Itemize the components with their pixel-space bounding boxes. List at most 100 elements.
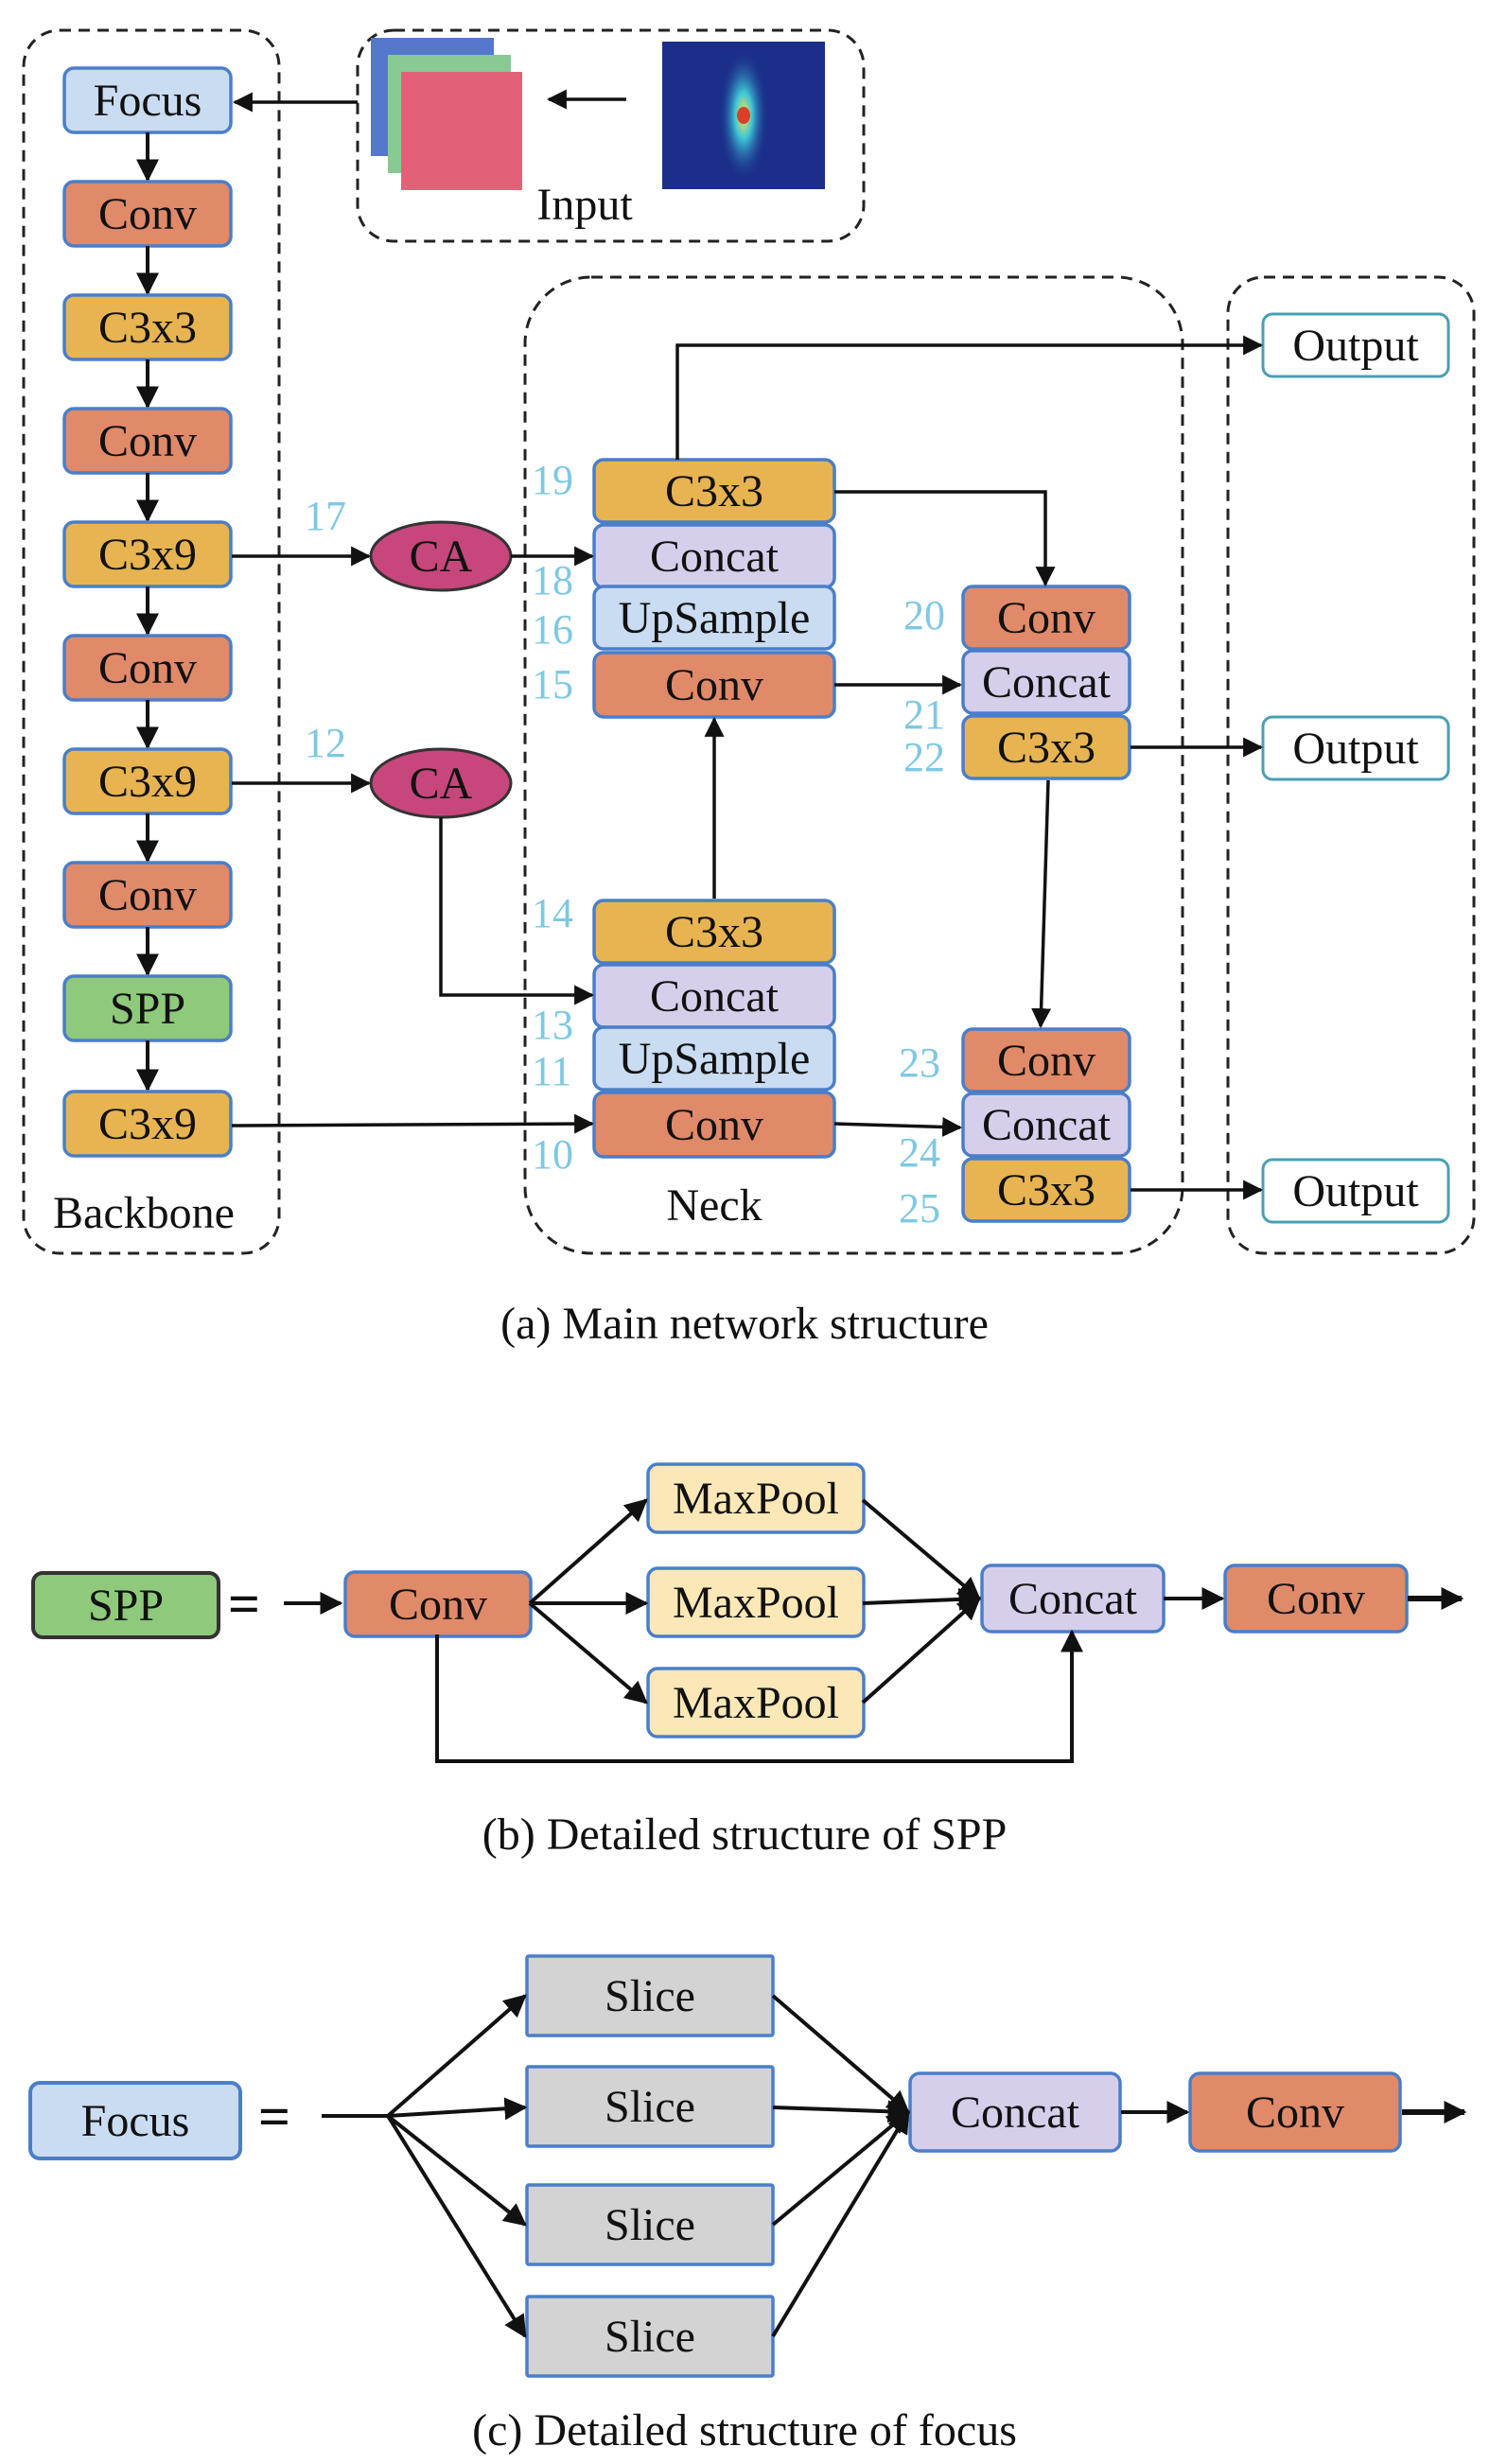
backbone-block-6: Conv — [62, 634, 233, 702]
neck-label: Neck — [666, 1180, 762, 1231]
spp-conv-to-maxpool3 — [528, 1601, 648, 1704]
backbone-region-border — [22, 28, 281, 1255]
layer-number-14: 14 — [532, 890, 573, 936]
spp-maxpool-1-box — [646, 1462, 866, 1534]
spp-connectors — [284, 1498, 1464, 1763]
neck-upsample-11: UpSample — [592, 1025, 836, 1092]
neck-c3x3-14-box — [592, 899, 836, 965]
spp-conv-in-label: Conv — [389, 1580, 487, 1630]
neck-upsample-16-box — [592, 585, 836, 651]
neck-upsample-16: UpSample — [592, 585, 836, 651]
spp-lhs-block: SPP — [31, 1571, 220, 1639]
spp-maxpool-3: MaxPool — [646, 1667, 866, 1739]
neck-concat-24-label: Concat — [982, 1100, 1112, 1150]
focus-slice-2: Slice — [525, 2065, 775, 2148]
spp-maxpool-2: MaxPool — [646, 1566, 866, 1638]
backbone-block-9-label: SPP — [110, 984, 185, 1034]
focus-slice-2-label: Slice — [605, 2082, 695, 2132]
input-heatmap-image — [662, 42, 825, 189]
focus-slice-4-label: Slice — [605, 2312, 695, 2362]
backbone-block-7-label: C3x9 — [98, 757, 197, 807]
ca-lower-to-concat13 — [439, 817, 595, 1005]
backbone-block-8: Conv — [62, 861, 233, 929]
focus-conv-out-label: Conv — [1246, 2088, 1344, 2138]
spp-conv-out: Conv — [1223, 1564, 1409, 1634]
spp-maxpool-2-label: MaxPool — [673, 1578, 839, 1628]
backbone-block-1: Focus — [62, 66, 233, 134]
output-2-label: Output — [1292, 724, 1419, 774]
focus-conv-out-box — [1188, 2071, 1402, 2153]
slice2-to-concat — [772, 2100, 911, 2123]
neck-upsample-11-label: UpSample — [619, 1034, 811, 1084]
neck-conv-15: Conv — [592, 651, 836, 719]
backbone-block-2: Conv — [62, 180, 233, 248]
backbone-block-3-label: C3x3 — [98, 303, 197, 353]
neck-conv-10: Conv — [592, 1091, 836, 1159]
focus-to-slice2 — [387, 2097, 528, 2121]
neck-c3x3-22-label: C3x3 — [997, 723, 1096, 773]
spp-maxpool-3-label: MaxPool — [673, 1678, 839, 1728]
layer-number-24: 24 — [899, 1129, 940, 1176]
neck-conv-23: Conv — [961, 1027, 1131, 1093]
focus-concat: Concat — [908, 2071, 1122, 2153]
neck-c3x3-19: C3x3 — [592, 458, 836, 524]
neck-upsample-11-box — [592, 1025, 836, 1092]
slice3-to-concat — [771, 2110, 910, 2227]
backbone-block-4: Conv — [62, 407, 233, 475]
backbone-block-7: C3x9 — [62, 747, 233, 815]
spp-conv-out-label: Conv — [1267, 1574, 1365, 1624]
neck-concat-18-label: Concat — [650, 532, 780, 582]
neck-concat-21: Concat — [961, 649, 1131, 715]
c3x9-to-conv10 — [231, 1113, 595, 1134]
backbone-block-2-label: Conv — [98, 189, 197, 239]
spp-conv-in: Conv — [343, 1570, 533, 1638]
neck-conv-10-label: Conv — [665, 1100, 763, 1150]
backbone-block-4-label: Conv — [98, 416, 197, 466]
conv10-to-concat24 — [833, 1116, 963, 1137]
layer-number-22: 22 — [903, 734, 945, 780]
focus-slice-4: Slice — [525, 2295, 775, 2378]
focus-lhs-block-box — [28, 2081, 242, 2160]
spp-concat: Concat — [980, 1564, 1166, 1634]
backbone-block-9: SPP — [62, 974, 233, 1042]
neck-concat-13: Concat — [592, 963, 836, 1029]
input-region-border — [356, 28, 866, 243]
caption-a: (a) Main network structure — [500, 1299, 989, 1349]
neck-conv-23-box — [961, 1027, 1131, 1093]
output-1: Output — [1261, 312, 1450, 378]
slice1-to-concat — [771, 1994, 910, 2114]
focus-to-slice3 — [386, 2114, 527, 2227]
layer-number-17: 17 — [305, 493, 346, 539]
layer-number-25: 25 — [899, 1185, 940, 1232]
neck-c3x3-25: C3x3 — [961, 1157, 1131, 1223]
focus-slice-1: Slice — [525, 1954, 775, 2037]
neck-conv-20: Conv — [961, 585, 1131, 651]
spp-maxpool-1: MaxPool — [646, 1462, 866, 1534]
focus-equals-sign: = — [258, 2086, 290, 2148]
focus-connectors — [322, 1994, 1467, 2339]
neck-concat-24-box — [961, 1092, 1131, 1158]
input-label: Input — [536, 180, 633, 230]
focus-slice-1-label: Slice — [605, 1971, 695, 2021]
neck-concat-18: Concat — [592, 523, 836, 589]
layer-number-12: 12 — [305, 720, 346, 766]
neck-c3x3-22-box — [961, 714, 1131, 780]
output-region-border — [1226, 275, 1476, 1255]
backbone-block-8-label: Conv — [98, 870, 197, 920]
spp-maxpool2-to-concat — [862, 1587, 982, 1611]
spp-lhs-block-box — [31, 1571, 220, 1639]
slice4-to-concat — [771, 2109, 910, 2338]
focus-conv-out: Conv — [1188, 2071, 1402, 2153]
layer-number-19: 19 — [532, 457, 573, 503]
spp-conv-to-maxpool1 — [528, 1498, 648, 1605]
neck-c3x3-14: C3x3 — [592, 899, 836, 965]
backbone-block-3: C3x3 — [62, 293, 233, 361]
ca-upper-node: CA — [369, 520, 513, 592]
backbone-block-10-box — [62, 1090, 233, 1158]
backbone-block-10-label: C3x9 — [98, 1099, 197, 1149]
input-channel-pink — [401, 72, 522, 190]
neck-upsample-16-label: UpSample — [619, 593, 811, 643]
